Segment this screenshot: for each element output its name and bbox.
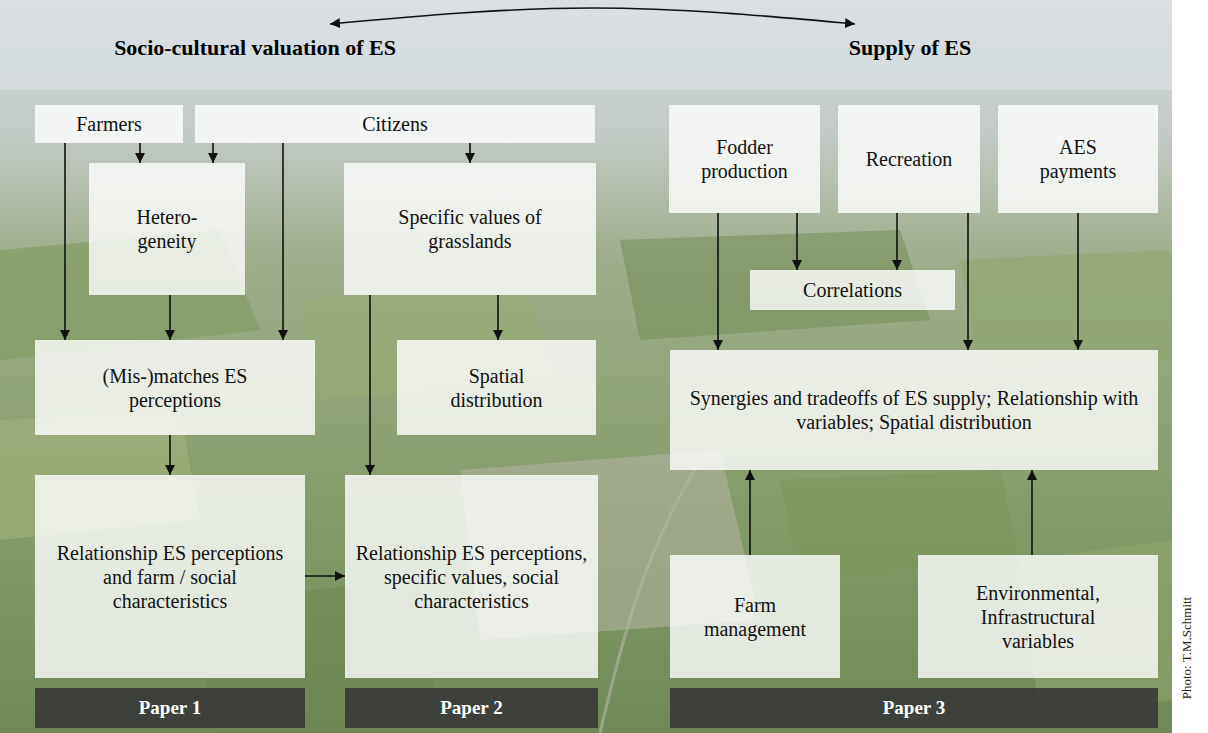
connector-arrow <box>749 470 751 555</box>
section-heading: Supply of ES <box>820 28 1000 69</box>
connector-arrow <box>305 575 345 577</box>
text-group: Farm management <box>690 593 820 641</box>
paper-bar: Paper 2 <box>345 688 598 728</box>
text-group: AES payments <box>1028 135 1128 183</box>
process-box: (Mis-)matches ES perceptions <box>35 340 315 435</box>
node-text: Spatial distribution <box>427 364 566 412</box>
driver-box: Farm management <box>670 555 840 678</box>
text-group: Paper 3 <box>676 697 1152 719</box>
connector-arrow <box>169 435 171 475</box>
text-group: Environmental, Infrastructural variables <box>958 581 1118 653</box>
service-box: Fodder production <box>669 105 820 213</box>
node-text: Environmental, Infrastructural variables <box>958 581 1118 653</box>
text-group: Synergies and tradeoffs of ES supply; Re… <box>682 386 1146 434</box>
node-text: Specific values of grasslands <box>359 205 581 253</box>
text-group: Relationship ES perceptions, specific va… <box>355 541 588 613</box>
node-text: Supply of ES <box>826 34 994 63</box>
node-text: Farmers <box>41 112 177 136</box>
actor-box: Citizens <box>195 105 595 143</box>
connector-arrow <box>212 143 214 163</box>
text-group: Hetero- geneity <box>109 205 225 253</box>
text-group: Farmers <box>41 112 177 136</box>
node-text: Synergies and tradeoffs of ES supply; Re… <box>682 386 1146 434</box>
node-text: Paper 1 <box>41 697 299 719</box>
node-text: Fodder production <box>677 135 812 183</box>
section-heading: Socio-cultural valuation of ES <box>95 28 415 69</box>
connector-arrow <box>282 143 284 340</box>
node-text: Relationship ES perceptions and farm / s… <box>45 541 295 613</box>
text-group: Paper 1 <box>41 697 299 719</box>
text-group: Correlations <box>756 278 949 302</box>
connector-arrow <box>717 213 719 350</box>
connector-arrow <box>330 8 855 24</box>
node-text: AES payments <box>1028 135 1128 183</box>
process-box: Hetero- geneity <box>89 163 245 295</box>
text-group: (Mis-)matches ES perceptions <box>75 364 275 412</box>
node-text: Farm management <box>690 593 820 641</box>
connector-arrow <box>1031 470 1033 555</box>
node-text: (Mis-)matches ES perceptions <box>75 364 275 412</box>
result-box: Relationship ES perceptions, specific va… <box>345 475 598 678</box>
result-box: Relationship ES perceptions and farm / s… <box>35 475 305 678</box>
service-box: Recreation <box>838 105 980 213</box>
connector-arrow <box>64 143 66 340</box>
photo-ground <box>0 0 1172 733</box>
process-box: Correlations <box>750 270 955 310</box>
connector-arrow <box>967 213 969 350</box>
connector-arrow <box>796 213 798 270</box>
text-group: Paper 2 <box>351 697 592 719</box>
result-box: Synergies and tradeoffs of ES supply; Re… <box>670 350 1158 470</box>
text-group: Recreation <box>846 147 972 171</box>
node-text: Paper 2 <box>351 697 592 719</box>
text-group: Supply of ES <box>826 34 994 63</box>
connector-arrow <box>469 143 471 163</box>
text-group: Spatial distribution <box>427 364 566 412</box>
text-group: Citizens <box>201 112 589 136</box>
node-text: Socio-cultural valuation of ES <box>101 34 409 63</box>
paper-bar: Paper 1 <box>35 688 305 728</box>
node-text: Recreation <box>846 147 972 171</box>
node-text: Paper 3 <box>676 697 1152 719</box>
connector-arrow <box>139 143 141 163</box>
text-group: Specific values of grasslands <box>359 205 581 253</box>
service-box: AES payments <box>998 105 1158 213</box>
connector-arrow <box>497 295 499 340</box>
process-box: Spatial distribution <box>397 340 596 435</box>
connector-arrow <box>896 213 898 270</box>
process-box: Specific values of grasslands <box>344 163 596 295</box>
text-group: Relationship ES perceptions and farm / s… <box>45 541 295 613</box>
connector-arrow <box>169 295 171 340</box>
driver-box: Environmental, Infrastructural variables <box>918 555 1158 678</box>
connector-arrow <box>369 295 371 475</box>
node-text: Hetero- geneity <box>109 205 225 253</box>
photo-credit: Photo: T.M.Schmitt <box>1179 583 1195 713</box>
connector-arrow <box>1077 213 1079 350</box>
haze <box>0 0 1172 90</box>
text-group: Fodder production <box>677 135 812 183</box>
text-group: Socio-cultural valuation of ES <box>101 34 409 63</box>
paper-bar: Paper 3 <box>670 688 1158 728</box>
node-text: Relationship ES perceptions, specific va… <box>355 541 588 613</box>
node-text: Correlations <box>756 278 949 302</box>
actor-box: Farmers <box>35 105 183 143</box>
node-text: Citizens <box>201 112 589 136</box>
